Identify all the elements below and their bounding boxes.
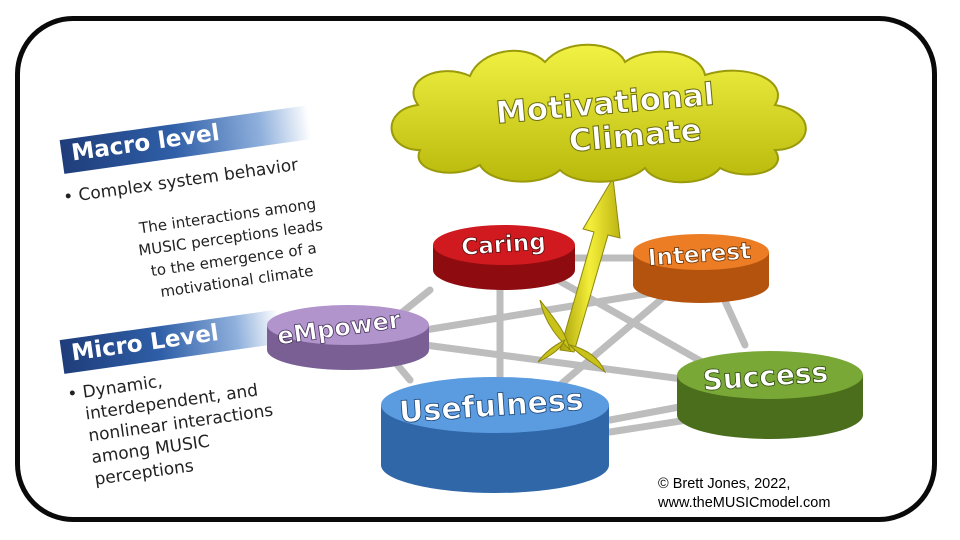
- usefulness-node: Usefulness: [381, 377, 609, 493]
- emergence-arrow: [537, 176, 621, 374]
- rod-usefulness-success: [606, 401, 694, 424]
- rod-caring-success: [536, 266, 724, 376]
- copyright-credit: © Brett Jones, 2022, www.theMUSICmodel.c…: [658, 475, 830, 513]
- rounded-frame: [15, 16, 937, 522]
- credit-link[interactable]: www.theMUSICmodel.com: [658, 495, 831, 511]
- motivational-climate-cloud: Motivational Climate: [390, 43, 807, 184]
- rod-empower-success: [421, 341, 694, 384]
- caring-node: Caring: [433, 225, 575, 290]
- caring-label: Caring: [460, 229, 546, 261]
- credit-line1: © Brett Jones, 2022,: [658, 476, 791, 492]
- interest-node: Interest: [633, 234, 769, 303]
- empower-node: eMpower: [267, 305, 429, 370]
- success-node: Success: [677, 351, 863, 439]
